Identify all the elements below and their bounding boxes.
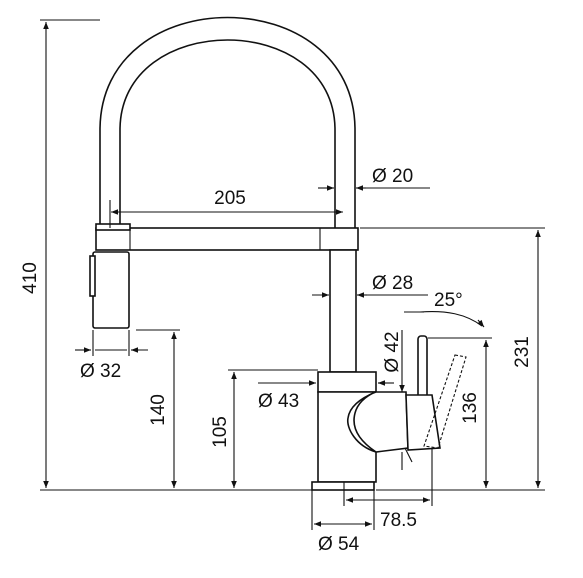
label-body-diameter: Ø 28 [372,273,413,294]
label-spout-height: 231 [512,336,533,368]
spray-button [89,255,96,297]
label-handle-diameter: Ø 42 [382,331,403,372]
handle-housing [317,371,377,393]
faucet-column [329,249,357,373]
label-handle-height: 136 [460,392,481,424]
handle-cap [353,391,409,453]
label-spray-height: 140 [148,394,169,426]
label-handle-angle: 25° [434,290,463,311]
label-base-diameter-54: Ø 54 [318,534,360,555]
label-handle-base-height: 105 [210,416,231,448]
spray-head [92,251,130,329]
dimension-labels: 410 205 Ø 20 Ø 28 25° Ø 42 Ø 32 Ø 43 140… [20,166,533,555]
handle-lever [417,335,428,399]
label-base-diameter-43: Ø 43 [258,391,299,412]
label-tube-diameter: Ø 20 [372,166,413,187]
label-spout-reach: 205 [214,188,246,209]
lever-link [405,394,441,451]
lever-rotated [423,354,467,449]
label-handle-offset: 78.5 [380,510,417,531]
dimension-lines [40,19,545,530]
spray-collar [95,223,131,231]
label-spray-diameter: Ø 32 [80,361,121,382]
spout-bar [95,227,359,251]
faucet-outline [89,16,467,491]
gooseneck-outer [99,16,356,228]
faucet-base [311,481,375,491]
gooseneck-inner [119,39,336,228]
label-total-height: 410 [20,262,41,294]
